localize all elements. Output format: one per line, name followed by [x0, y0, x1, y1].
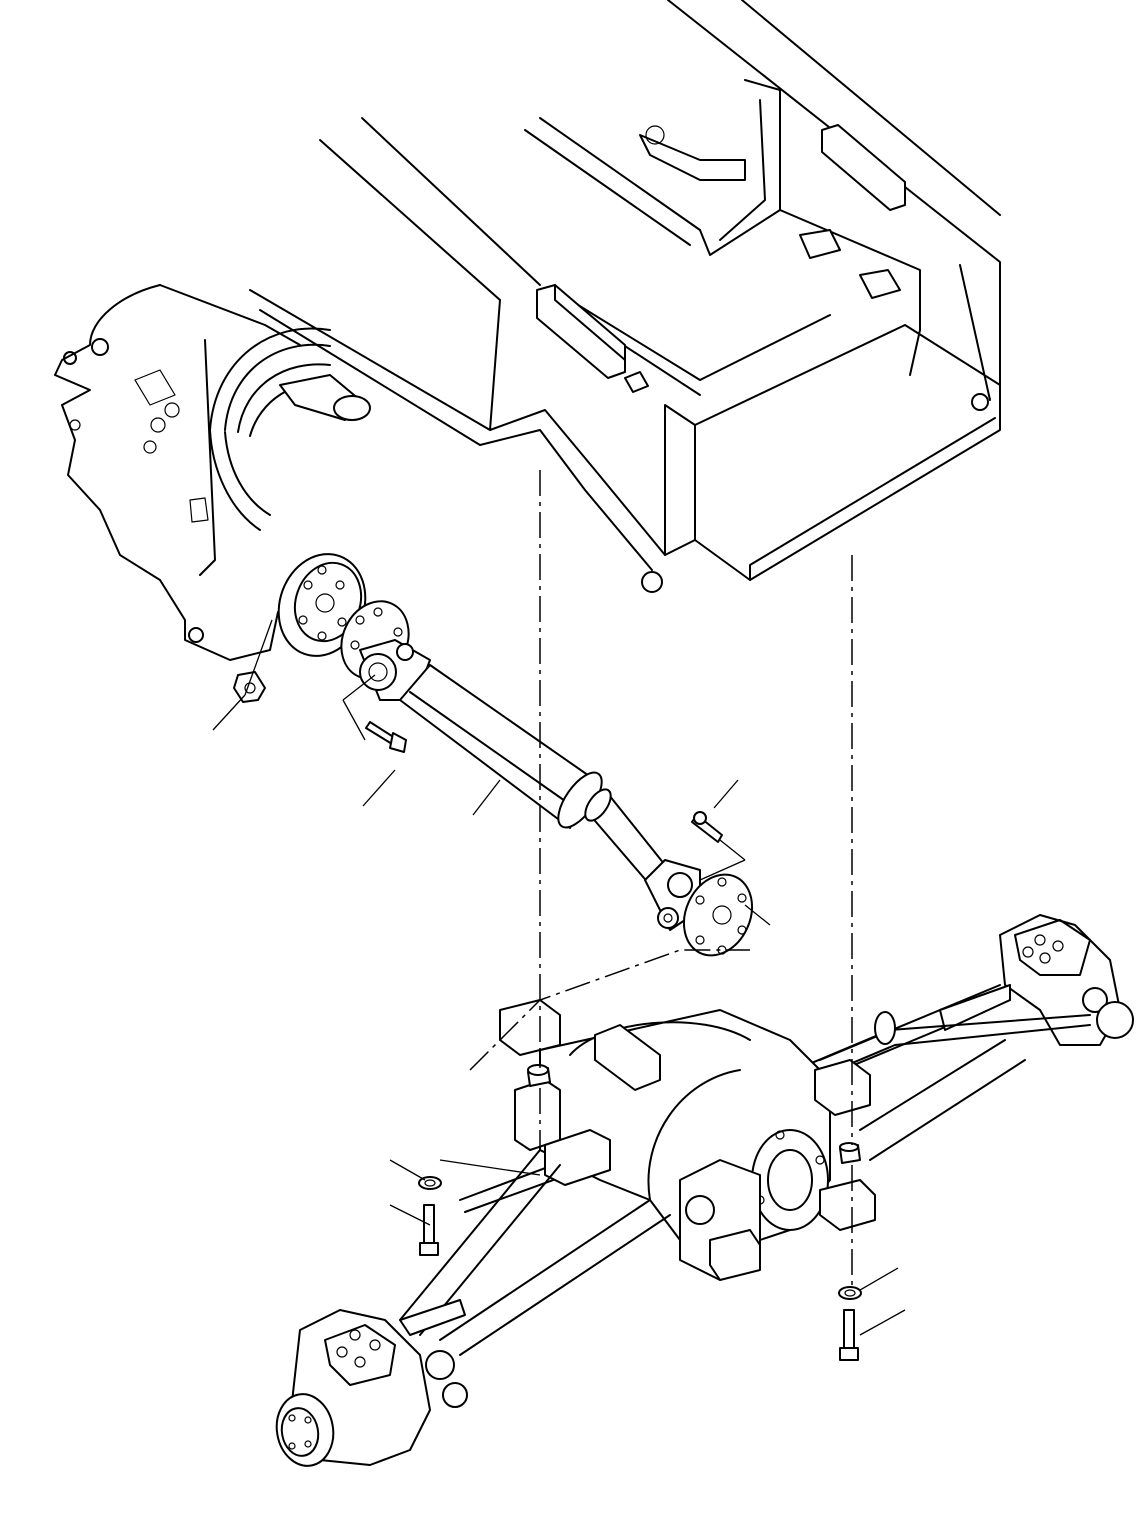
drive-shaft — [340, 600, 754, 957]
frame — [249, 0, 1001, 593]
bolt-right — [839, 1309, 859, 1361]
leader-lines — [212, 619, 906, 1336]
transmission — [54, 284, 371, 661]
mount-nut-left — [527, 1064, 551, 1087]
center-lines — [469, 470, 853, 1290]
flange-nut — [233, 671, 266, 703]
flange-bolt-front — [365, 721, 407, 753]
axle — [275, 914, 1134, 1467]
mount-nut-right — [839, 1142, 861, 1164]
flange-bolt-rear — [691, 811, 723, 843]
washer-right — [838, 1286, 862, 1300]
bolt-left — [419, 1204, 439, 1256]
